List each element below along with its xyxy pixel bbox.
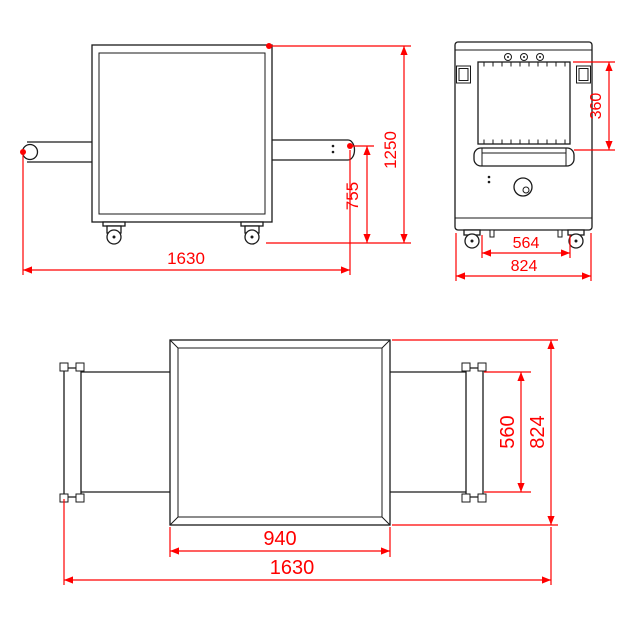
front-tunnel-ticks-top: [483, 62, 566, 67]
front-vent-holes: [504, 53, 544, 61]
dim-top-body-length: 940: [169, 527, 391, 557]
dim-top-total-depth: 824: [392, 339, 558, 526]
dim-label-top-total-length: 1630: [270, 557, 315, 579]
roller-bolt: [461, 493, 471, 503]
dim-label-side-belt-height: 755: [343, 182, 362, 210]
dim-front-inner-width: 564: [481, 235, 571, 258]
dim-label-front-inner-width: 564: [513, 235, 540, 252]
leveling-foot: [489, 229, 495, 238]
top-left-conveyor: [59, 362, 170, 503]
dim-side-total-length: 1630: [22, 150, 351, 275]
front-logo-badge: [513, 177, 533, 197]
dim-side-belt-height: 755: [343, 145, 374, 243]
dim-side-total-height: 1250: [266, 45, 411, 244]
indicator-dot: [487, 175, 491, 179]
roller-bolt: [75, 362, 85, 372]
dim-front-total-width: 824: [455, 233, 592, 281]
frame-miter-lines: [169, 339, 391, 526]
side-left-conveyor: [21, 141, 92, 163]
front-tunnel-opening: [477, 61, 571, 145]
side-right-conveyor: [272, 139, 356, 161]
roller-bolt: [477, 362, 487, 372]
dim-top-belt-width: 560: [484, 371, 531, 493]
roller-bolt: [59, 362, 69, 372]
top-right-roller-cap: [465, 367, 484, 498]
top-view: 940 560 824 1630: [59, 339, 558, 585]
dim-label-front-total-width: 824: [511, 258, 538, 275]
roller-bolt: [461, 362, 471, 372]
front-corner-bracket-left: [456, 65, 471, 84]
ref-point-dot: [20, 149, 26, 155]
dim-label-top-total-depth: 824: [527, 415, 549, 448]
dim-top-total-length: 1630: [63, 499, 552, 585]
roller-bolt: [477, 493, 487, 503]
side-cabinet-inner-panel: [98, 52, 266, 215]
front-belt-assembly: [473, 147, 575, 167]
dim-label-front-tunnel-height: 360: [588, 93, 605, 120]
dim-label-top-belt-width: 560: [497, 415, 519, 448]
roller-bolt: [75, 493, 85, 503]
top-left-roller-cap: [63, 367, 82, 498]
dim-front-tunnel-height: 360: [573, 61, 615, 151]
side-caster-left: [102, 221, 126, 245]
front-tunnel-ticks-bottom: [483, 139, 566, 144]
top-right-conveyor: [390, 362, 487, 503]
top-body: [169, 339, 391, 526]
front-view: 360 564 824: [454, 41, 615, 281]
dim-label-side-total-length: 1630: [167, 249, 205, 268]
dim-label-top-body-length: 940: [263, 528, 296, 550]
dim-label-side-total-height: 1250: [381, 131, 400, 169]
front-corner-bracket-right: [576, 65, 591, 84]
side-view: 1630 1250 755: [20, 43, 411, 275]
bolt-dot: [331, 150, 335, 154]
side-cabinet: [91, 44, 273, 223]
indicator-dot: [487, 180, 491, 184]
side-caster-right: [240, 221, 264, 245]
side-right-roller: [347, 139, 356, 161]
leveling-foot: [557, 229, 563, 238]
bolt-dot: [331, 144, 335, 148]
front-caster-right: [567, 229, 585, 249]
front-caster-left: [463, 229, 481, 249]
